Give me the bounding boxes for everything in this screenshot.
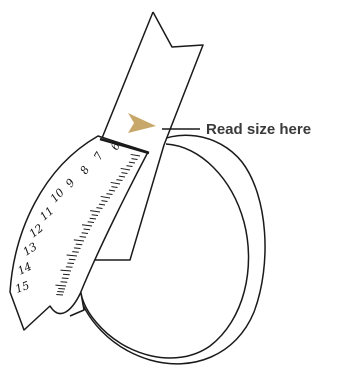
scale-tick bbox=[67, 263, 74, 264]
callout-label: Read size here bbox=[206, 121, 311, 138]
scale-tick bbox=[76, 244, 83, 245]
scale-tick bbox=[66, 267, 73, 268]
scale-tick bbox=[82, 233, 88, 234]
scale-tick bbox=[72, 252, 79, 253]
scale-tick bbox=[84, 229, 90, 230]
scale-tick bbox=[69, 259, 76, 260]
scale-tick bbox=[74, 248, 81, 249]
scale-tick bbox=[80, 237, 86, 238]
